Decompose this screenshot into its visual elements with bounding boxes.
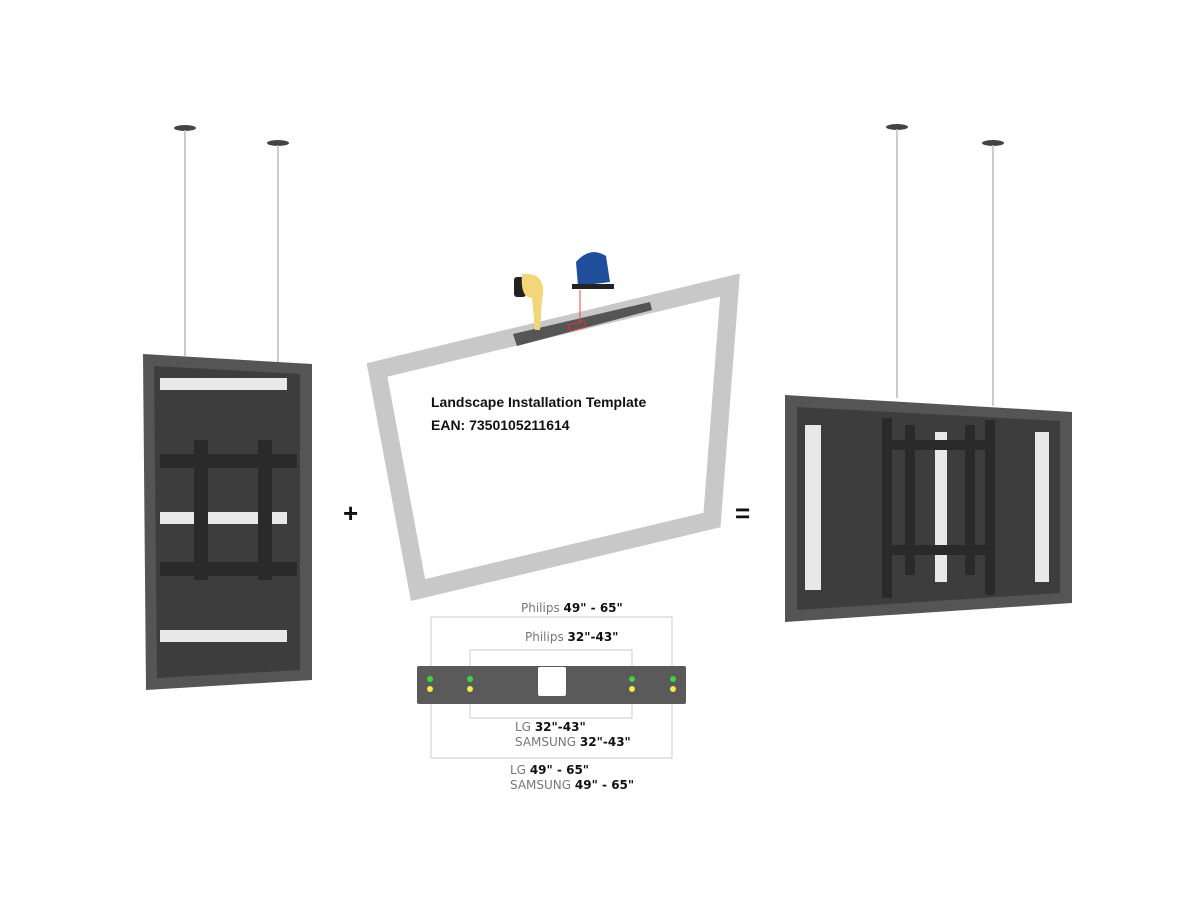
template-ean: EAN: 7350105211614 [431, 417, 570, 433]
brand: SAMSUNG [515, 735, 577, 749]
label-philips-small: Philips 32"-43" [525, 630, 618, 644]
size: 32"-43" [567, 630, 619, 644]
brand: Philips [525, 630, 564, 644]
size: 32"-43" [534, 720, 586, 734]
size: 49" - 65" [529, 763, 590, 777]
brand: LG [515, 720, 531, 734]
brand: SAMSUNG [510, 778, 572, 792]
brand: LG [510, 763, 526, 777]
size: 49" - 65" [574, 778, 635, 792]
plus-sign: + [343, 498, 359, 528]
drill-icon [514, 273, 544, 330]
size: 32"-43" [579, 735, 631, 749]
landscape-enclosure [785, 124, 1072, 622]
brand: Philips [521, 601, 560, 615]
bracket-diagram [417, 616, 686, 759]
label-lg-small: LG 32"-43" [515, 720, 586, 734]
label-philips-large: Philips 49" - 65" [521, 601, 623, 615]
equals-sign: = [735, 498, 751, 528]
label-samsung-small: SAMSUNG 32"-43" [515, 735, 631, 749]
size: 49" - 65" [563, 601, 623, 615]
jigsaw-icon [572, 252, 614, 322]
label-samsung-large: SAMSUNG 49" - 65" [510, 778, 634, 792]
template-title: Landscape Installation Template [431, 394, 647, 410]
portrait-enclosure [143, 125, 312, 690]
template-frame [366, 252, 740, 601]
label-lg-large: LG 49" - 65" [510, 763, 589, 777]
